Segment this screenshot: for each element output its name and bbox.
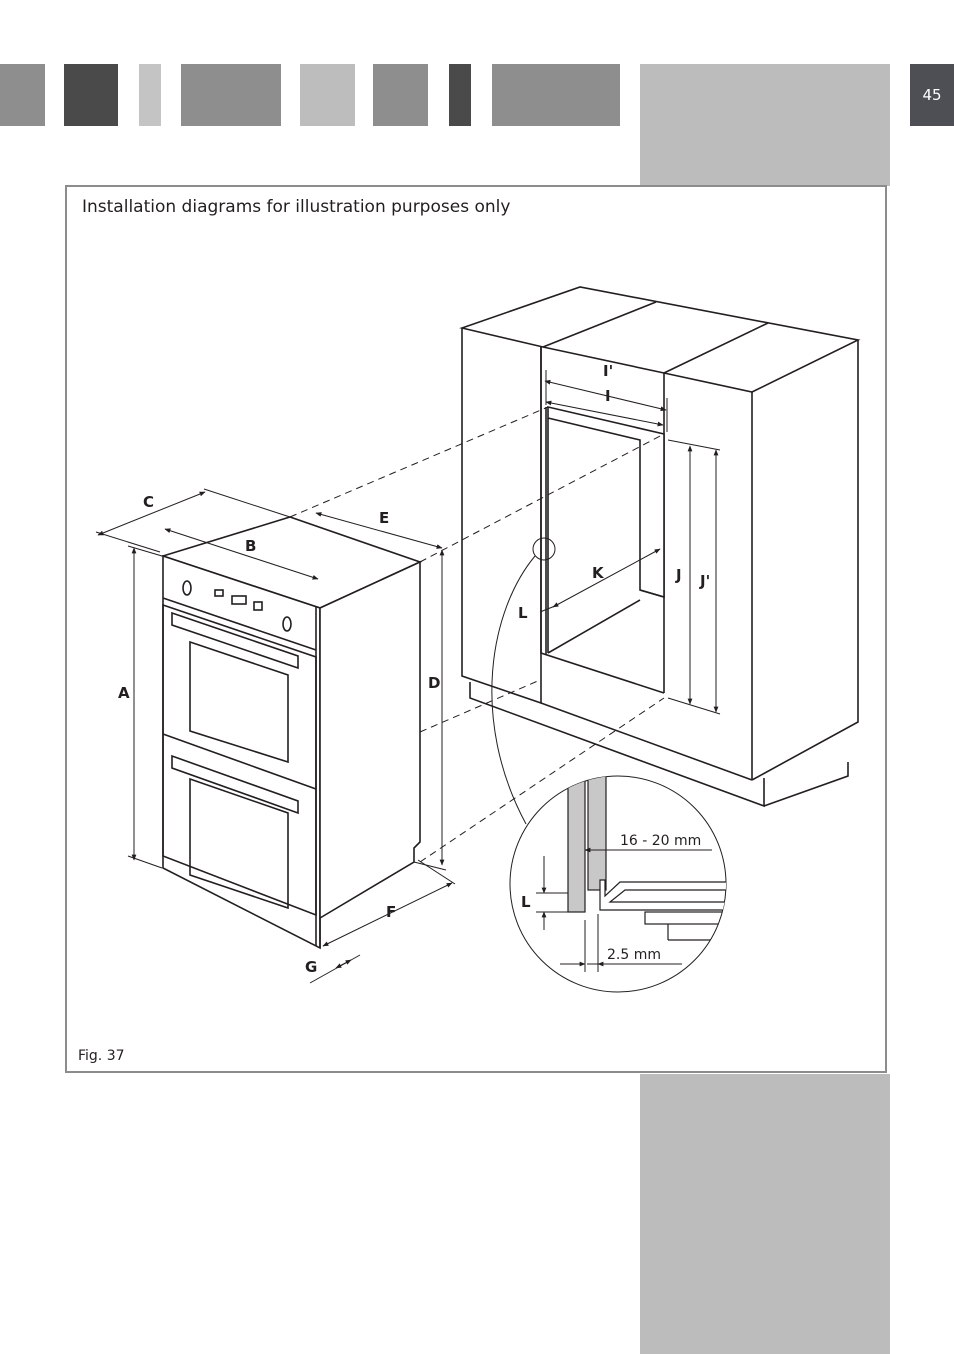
detail-offset-label: 2.5 mm (607, 947, 661, 963)
dim-label-f: F (386, 903, 396, 921)
detail-label-l: L (521, 893, 531, 911)
dim-label-k: K (592, 564, 605, 582)
dim-label-l: L (518, 604, 528, 622)
header-bar-2 (64, 64, 118, 126)
side-panel-bottom (640, 1074, 890, 1354)
detail-gap-label: 16 - 20 mm (620, 833, 701, 849)
dim-label-i-prime: I' (603, 362, 613, 380)
page-number: 45 (910, 64, 954, 126)
dim-label-i: I (605, 387, 611, 405)
figure-label: Fig. 37 (78, 1048, 125, 1064)
dim-label-a: A (118, 684, 130, 702)
cabinet (459, 286, 861, 808)
header-bar-8 (492, 64, 620, 126)
header-bar-3 (139, 64, 161, 126)
dim-label-b: B (245, 537, 256, 555)
dim-label-c: C (143, 493, 154, 511)
header-bar-6 (373, 64, 428, 126)
dim-label-e: E (379, 509, 389, 527)
oven (160, 516, 423, 950)
header-bar-5 (300, 64, 355, 126)
header-bar-1 (0, 64, 45, 126)
dim-label-d: D (428, 674, 440, 692)
side-panel-top (640, 64, 890, 186)
dim-label-j: J (675, 566, 682, 584)
figure-caption: Installation diagrams for illustration p… (82, 197, 511, 217)
header-bar-7 (449, 64, 471, 126)
dim-label-j-prime: J' (699, 572, 710, 590)
dim-label-g: G (305, 958, 317, 976)
header-bar-4 (181, 64, 281, 126)
